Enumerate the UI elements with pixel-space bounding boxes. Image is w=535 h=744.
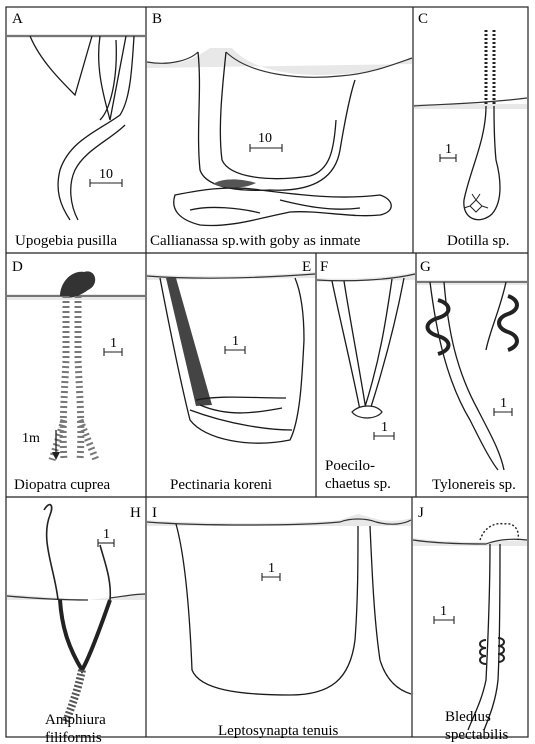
dotilla-chimney xyxy=(486,30,494,106)
panel-e-letter: E xyxy=(302,259,311,275)
panel-b-scale: 10 xyxy=(258,131,272,146)
panel-f-scale: 1 xyxy=(381,420,388,435)
panel-f-caption-line1: Poecilo- xyxy=(325,458,375,474)
panel-c-letter: C xyxy=(418,11,428,27)
panel-f-caption-line2: chaetus sp. xyxy=(325,476,391,492)
panel-d-letter: D xyxy=(12,259,23,275)
panel-b: B 10 Callianassa sp.with goby as inmate xyxy=(147,11,412,249)
burrow-upogebia xyxy=(30,36,134,220)
panel-i-caption: Leptosynapta tenuis xyxy=(218,723,339,739)
panel-h: H 1 Amphiura filiformis xyxy=(7,505,145,744)
burrow-leptosynapta xyxy=(176,524,411,695)
panel-e-caption: Pectinaria koreni xyxy=(170,477,272,493)
panel-i: I 1 Leptosynapta tenuis xyxy=(147,505,411,739)
panel-j-caption-line2: spectabilis xyxy=(445,727,508,743)
panel-j: J 1 Bledius spectabilis xyxy=(413,505,527,743)
panel-j-caption-line1: Bledius xyxy=(445,709,491,725)
panel-i-letter: I xyxy=(152,505,157,521)
tylonereis-coil-left xyxy=(428,300,449,354)
panel-a-scale: 10 xyxy=(99,167,113,182)
amphiura-arm-left xyxy=(44,505,58,600)
panel-d-depth-label: 1m xyxy=(22,431,40,446)
panel-j-scale: 1 xyxy=(440,604,447,619)
panel-d: D 1 1m Diopatra cuprea xyxy=(7,259,145,493)
panel-g-caption: Tylonereis sp. xyxy=(432,477,516,493)
panel-f-letter: F xyxy=(320,259,328,275)
tylonereis-coil-right xyxy=(499,296,517,350)
burrow-amphiura xyxy=(60,600,110,670)
amphiura-arm-right xyxy=(100,545,110,600)
burrow-diopatra xyxy=(52,296,96,460)
panel-b-caption: Callianassa sp.with goby as inmate xyxy=(150,233,361,249)
burrow-tylonereis xyxy=(430,282,506,470)
panel-c-scale: 1 xyxy=(445,142,452,157)
panel-h-caption-line2: filiformis xyxy=(45,730,102,744)
panel-frames xyxy=(6,7,528,737)
panel-d-caption: Diopatra cuprea xyxy=(14,477,111,493)
panel-g-scale: 1 xyxy=(500,396,507,411)
panel-c: C 1 Dotilla sp. xyxy=(414,11,527,249)
panel-e: E 1 Pectinaria koreni xyxy=(147,259,315,493)
panel-e-scale: 1 xyxy=(232,334,239,349)
panel-a-caption: Upogebia pusilla xyxy=(15,233,117,249)
panel-g-letter: G xyxy=(420,259,431,275)
bledius-mound xyxy=(480,524,518,540)
panel-d-scale: 1 xyxy=(110,336,117,351)
diopatra-tube-cap xyxy=(60,271,95,297)
panel-b-letter: B xyxy=(152,11,162,27)
panel-f: F 1 Poecilo- chaetus sp. xyxy=(317,259,415,492)
burrow-bledius xyxy=(468,544,500,730)
panel-i-scale: 1 xyxy=(268,561,275,576)
burrow-poecilochaetus xyxy=(332,278,404,410)
panel-h-caption-line1: Amphiura xyxy=(45,712,106,728)
goby-fish xyxy=(213,179,256,187)
bledius-chambers xyxy=(480,638,504,664)
panel-c-caption: Dotilla sp. xyxy=(447,233,510,249)
panel-a: A 10 Upogebia pusilla xyxy=(7,11,145,249)
panel-h-scale: 1 xyxy=(103,527,110,542)
panel-j-letter: J xyxy=(418,505,424,521)
panel-g: G 1 Tylonereis sp. xyxy=(417,259,527,493)
panel-a-letter: A xyxy=(12,11,23,27)
panel-h-letter: H xyxy=(130,505,141,521)
burrow-dotilla xyxy=(464,106,500,220)
